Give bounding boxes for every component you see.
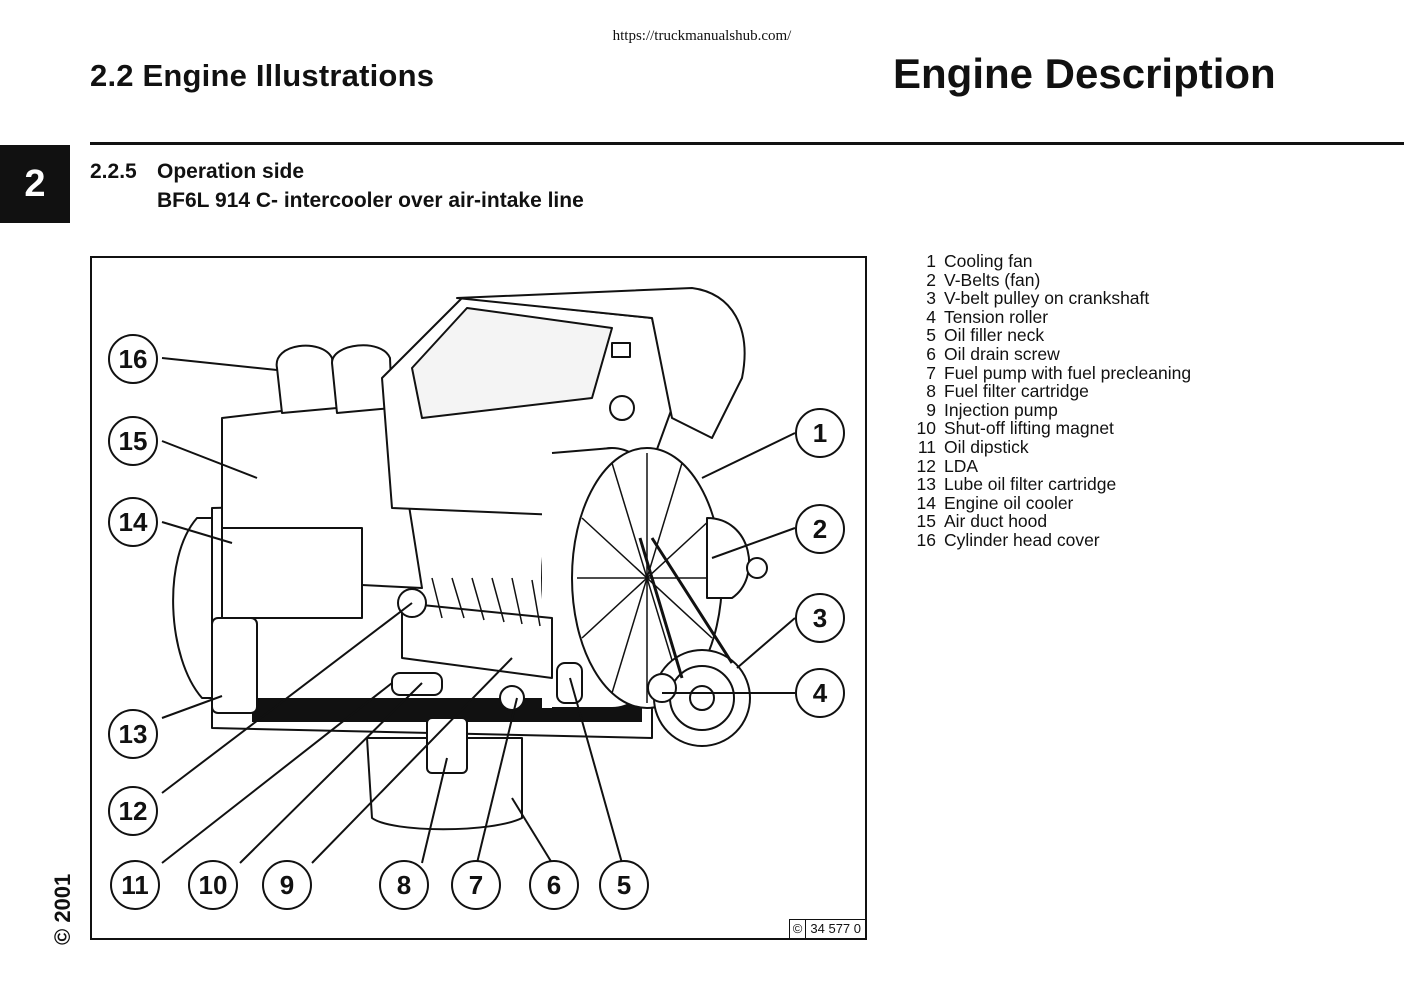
subsection-number: 2.2.5 (90, 160, 137, 183)
legend-item: 4 Tension roller (908, 308, 1191, 327)
legend-item: 7 Fuel pump with fuel precleaning (908, 362, 1192, 383)
callout-3: 3 (795, 593, 845, 643)
section-title: 2.2 Engine Illustrations (90, 58, 435, 93)
legend-number: 16 (916, 529, 936, 550)
legend-label: Lube oil filter cartridge (944, 474, 1117, 495)
legend-label: Oil dipstick (944, 436, 1029, 457)
legend-number: 14 (916, 492, 936, 513)
legend-label: V-belt pulley on crankshaft (944, 288, 1150, 309)
callout-12: 12 (108, 786, 158, 836)
legend-number: 1 (926, 251, 936, 271)
legend-item: 6 Oil drain screw (908, 345, 1191, 364)
legend-label: Oil filler neck (944, 325, 1045, 346)
engine-illustration: 16 15 14 13 12 11 10 9 8 7 6 5 1 2 3 4 ©… (90, 256, 867, 940)
legend-item: 2 V-Belts (fan) (908, 269, 1191, 290)
figure-reference: © 34 577 0 (788, 919, 865, 938)
legend-number: 3 (926, 288, 936, 309)
legend-item: 14 Engine oil cooler (908, 494, 1191, 513)
callout-6: 6 (529, 860, 579, 910)
legend-label: Engine oil cooler (944, 492, 1074, 513)
callout-10: 10 (188, 860, 238, 910)
legend-label: Shut-off lifting magnet (944, 418, 1114, 439)
legend-label: Air duct hood (944, 511, 1048, 532)
legend-label: Tension roller (944, 306, 1049, 327)
callout-16: 16 (108, 334, 158, 384)
callout-15: 15 (108, 416, 158, 466)
legend-number: 7 (926, 362, 936, 383)
figure-number: 34 577 0 (810, 921, 861, 936)
subsection-title: Operation side (157, 160, 305, 183)
engine-drawing (161, 287, 796, 864)
callout-1: 1 (795, 408, 845, 458)
callout-9: 9 (262, 860, 312, 910)
legend-label: V-Belts (fan) (944, 269, 1041, 290)
callout-5: 5 (599, 860, 649, 910)
legend-label: Fuel filter cartridge (944, 381, 1089, 402)
legend-item: 13 Lube oil filter cartridge (908, 475, 1191, 494)
subsection-subtitle: BF6L 914 C- intercooler over air-intake … (157, 189, 584, 212)
legend-number: 4 (926, 306, 936, 327)
legend-number: 13 (916, 474, 936, 495)
legend-item: 16 Cylinder head cover (908, 531, 1191, 550)
document-title: Engine Description (893, 50, 1276, 97)
legend-item: 8 Fuel filter cartridge (908, 382, 1191, 401)
callout-4: 4 (795, 668, 845, 718)
callout-14: 14 (108, 497, 158, 547)
legend-label: Fuel pump with fuel precleaning (944, 362, 1192, 383)
legend-number: 10 (916, 418, 936, 439)
legend-item: 10 Shut-off lifting magnet (908, 419, 1191, 438)
legend-item: 3 V-belt pulley on crankshaft (908, 289, 1191, 308)
legend-number: 2 (926, 269, 936, 290)
legend-label: Cooling fan (944, 251, 1033, 271)
callout-11: 11 (110, 860, 160, 910)
legend-item: 11 Oil dipstick (908, 438, 1191, 457)
source-url[interactable]: https://truckmanualshub.com/ (612, 28, 792, 44)
legend-item: 5 Oil filler neck (908, 326, 1191, 345)
figure-copyright-mark: © (790, 920, 807, 938)
callout-2: 2 (795, 504, 845, 554)
callout-13: 13 (108, 709, 158, 759)
legend-item: 15 Air duct hood (908, 512, 1191, 531)
legend-number: 5 (926, 325, 936, 346)
legend-item: 9 Injection pump (908, 401, 1191, 420)
legend-label: LDA (944, 455, 979, 476)
callout-8: 8 (379, 860, 429, 910)
chapter-tab: 2 (0, 145, 70, 223)
header-rule (90, 142, 1404, 145)
legend-label: Oil drain screw (944, 343, 1060, 364)
parts-legend: 1 Cooling fan 2 V-Belts (fan) 3 V-belt pull… (908, 252, 1192, 550)
legend-number: 8 (926, 381, 936, 402)
legend-number: 11 (917, 436, 936, 457)
legend-number: 9 (926, 399, 936, 420)
legend-item: 1 Cooling fan (908, 252, 1191, 271)
legend-number: 6 (926, 343, 936, 364)
copyright-year: © 2001 (50, 873, 75, 945)
legend-label: Injection pump (944, 399, 1058, 420)
legend-number: 12 (916, 455, 936, 476)
callout-7: 7 (451, 860, 501, 910)
legend-label: Cylinder head cover (944, 529, 1100, 550)
legend-item: 12 LDA (908, 455, 1191, 476)
legend-number: 15 (916, 511, 936, 532)
